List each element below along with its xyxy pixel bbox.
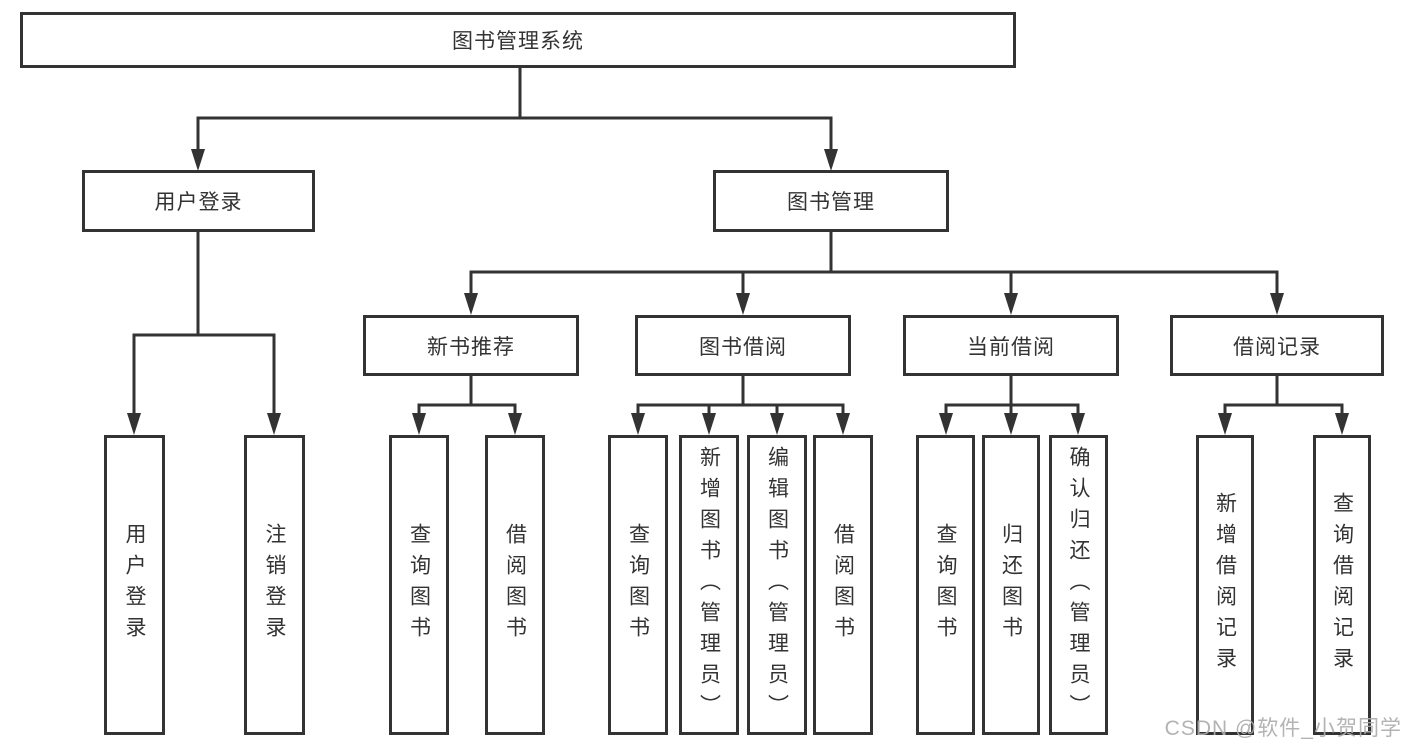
node-current-borrow: 当前借阅 — [903, 315, 1119, 376]
arrowhead — [508, 413, 522, 435]
csdn-watermark: CSDN @软件_小贺同学 — [1164, 717, 1402, 740]
arrowhead — [824, 149, 838, 171]
leaf-current-query-books: 查询图书 — [916, 435, 975, 735]
node-library-system-label: 图书管理系统 — [452, 30, 584, 53]
leaf-current-return-books-label: 归还图书 — [999, 523, 1023, 647]
node-borrow-records: 借阅记录 — [1170, 315, 1384, 376]
arrowhead — [736, 293, 750, 315]
leaf-borrow-query-books: 查询图书 — [608, 435, 668, 735]
leaf-borrow-edit-books-admin-label: 编辑图书（管理员） — [765, 445, 789, 725]
leaf-borrow-add-books-admin-label: 新增图书（管理员） — [697, 445, 721, 725]
arrowhead — [702, 413, 716, 435]
arrowhead — [1270, 293, 1284, 315]
node-book-management-label: 图书管理 — [787, 191, 875, 214]
node-book-management: 图书管理 — [713, 170, 949, 232]
arrowhead — [1218, 413, 1232, 435]
leaf-borrow-query-books-label: 查询图书 — [626, 523, 650, 647]
leaf-recommend-query-books: 查询图书 — [389, 435, 449, 735]
arrowhead — [770, 413, 784, 435]
leaf-current-confirm-return-admin: 确认归还（管理员） — [1049, 435, 1108, 735]
leaf-records-query-record: 查询借阅记录 — [1313, 435, 1371, 735]
arrowhead — [267, 413, 281, 435]
arrowhead — [836, 413, 850, 435]
arrowheads — [127, 149, 1349, 435]
arrowhead — [631, 413, 645, 435]
arrowhead — [191, 149, 205, 171]
leaf-borrow-borrow-books-label: 借阅图书 — [831, 523, 855, 647]
node-new-book-recommend-label: 新书推荐 — [427, 335, 515, 359]
leaf-records-add-record: 新增借阅记录 — [1196, 435, 1254, 735]
leaf-recommend-borrow-books: 借阅图书 — [485, 435, 545, 735]
leaf-current-confirm-return-admin-label: 确认归还（管理员） — [1067, 445, 1090, 725]
leaf-borrow-add-books-admin: 新增图书（管理员） — [679, 435, 739, 735]
arrowhead — [1004, 413, 1018, 435]
arrowhead — [127, 413, 141, 435]
node-user-login: 用户登录 — [82, 170, 315, 232]
leaf-user-login-label: 用户登录 — [123, 523, 146, 647]
leaf-logout-label: 注销登录 — [263, 523, 286, 647]
node-book-borrow-label: 图书借阅 — [699, 335, 787, 359]
leaf-records-add-record-label: 新增借阅记录 — [1213, 492, 1237, 678]
leaf-borrow-edit-books-admin: 编辑图书（管理员） — [747, 435, 807, 735]
arrowhead — [1004, 293, 1018, 315]
arrowhead — [464, 293, 478, 315]
leaf-records-query-record-label: 查询借阅记录 — [1330, 492, 1354, 678]
node-borrow-records-label: 借阅记录 — [1233, 335, 1321, 359]
node-current-borrow-label: 当前借阅 — [967, 335, 1055, 359]
leaf-logout: 注销登录 — [244, 435, 305, 735]
node-new-book-recommend: 新书推荐 — [363, 315, 579, 376]
leaf-recommend-borrow-books-label: 借阅图书 — [503, 523, 527, 647]
node-book-borrow: 图书借阅 — [635, 315, 851, 376]
node-library-system: 图书管理系统 — [20, 12, 1016, 68]
arrowhead — [1071, 413, 1085, 435]
leaf-user-login: 用户登录 — [104, 435, 165, 735]
leaf-borrow-borrow-books: 借阅图书 — [813, 435, 873, 735]
arrowhead — [1335, 413, 1349, 435]
node-user-login-label: 用户登录 — [154, 191, 243, 214]
leaf-current-return-books: 归还图书 — [982, 435, 1040, 735]
arrowhead — [939, 413, 953, 435]
leaf-recommend-query-books-label: 查询图书 — [407, 523, 431, 647]
arrowhead — [412, 413, 426, 435]
connector-paths — [132, 66, 1344, 416]
leaf-current-query-books-label: 查询图书 — [934, 523, 957, 647]
